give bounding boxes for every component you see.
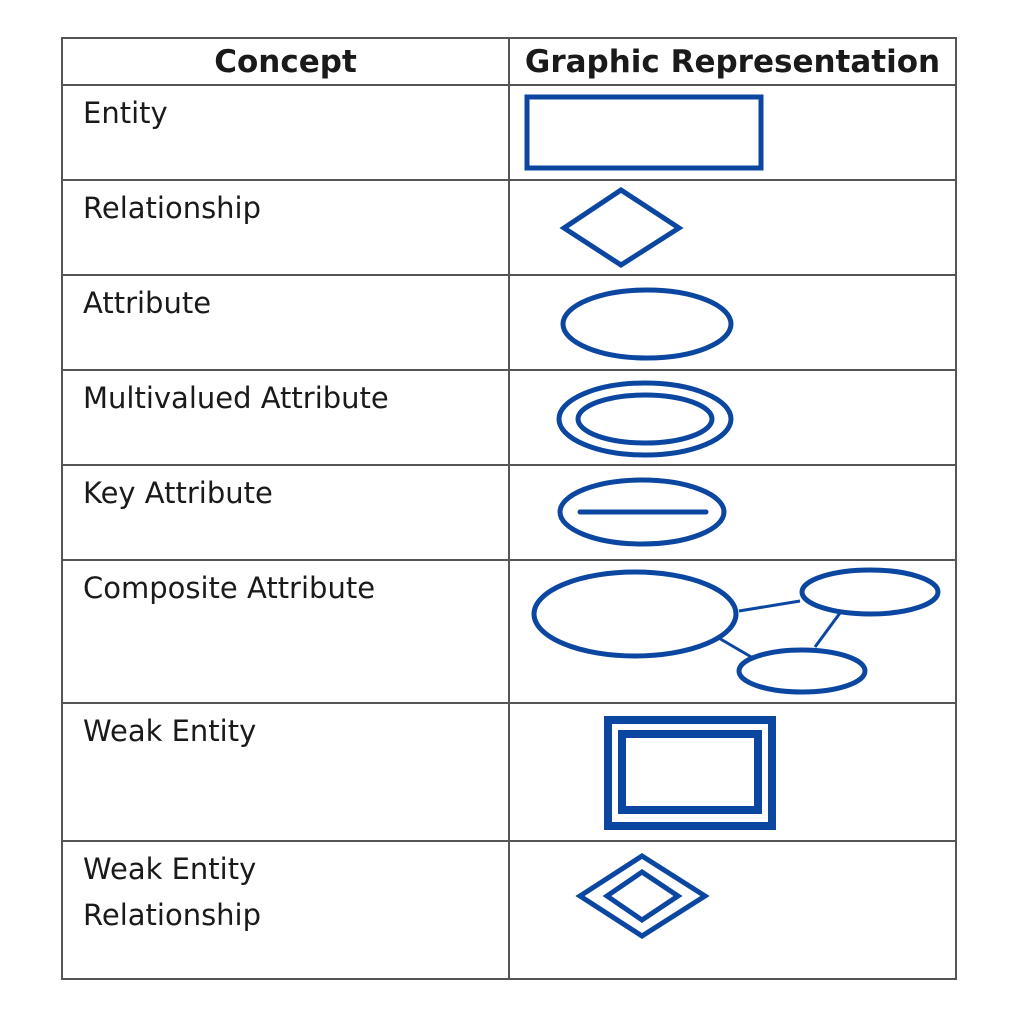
table-row: Weak Entity <box>61 702 957 842</box>
multivalued-attribute-double-ellipse-icon <box>556 380 734 458</box>
concept-label: Attribute <box>61 274 510 371</box>
concept-label: Relationship <box>61 179 510 276</box>
concept-label: Multivalued Attribute <box>61 369 510 466</box>
graphic-cell <box>508 84 957 181</box>
concept-label: Weak Entity Relationship <box>61 840 510 980</box>
table-row: Key Attribute <box>61 464 957 561</box>
table-row: Multivalued Attribute <box>61 369 957 466</box>
concept-label: Key Attribute <box>61 464 510 561</box>
graphic-cell <box>508 464 957 561</box>
key-attribute-ellipse-icon <box>557 477 727 547</box>
concept-label: Entity <box>61 84 510 181</box>
table-row: Entity <box>61 84 957 181</box>
table-row: Attribute <box>61 274 957 371</box>
table-row: Relationship <box>61 179 957 276</box>
graphic-column-header: Graphic Representation <box>508 37 957 86</box>
attribute-ellipse-icon <box>560 287 734 361</box>
table-row: Weak Entity Relationship <box>61 840 957 980</box>
entity-rectangle-icon <box>524 94 764 171</box>
graphic-cell <box>508 840 957 980</box>
relationship-diamond-icon <box>559 187 684 268</box>
header-row: Concept Graphic Representation <box>61 37 957 86</box>
er-notation-table: Concept Graphic Representation Entity Re… <box>61 37 957 980</box>
graphic-cell <box>508 369 957 466</box>
graphic-cell <box>508 702 957 842</box>
graphic-cell <box>508 559 957 704</box>
table-row: Composite Attribute <box>61 559 957 704</box>
concept-label: Composite Attribute <box>61 559 510 704</box>
weak-entity-double-rectangle-icon <box>604 716 776 830</box>
concept-label: Weak Entity <box>61 702 510 842</box>
concept-column-header: Concept <box>61 37 510 86</box>
composite-attribute-icon <box>531 567 941 695</box>
graphic-cell <box>508 274 957 371</box>
graphic-cell <box>508 179 957 276</box>
weak-entity-relationship-double-diamond-icon <box>575 853 710 939</box>
